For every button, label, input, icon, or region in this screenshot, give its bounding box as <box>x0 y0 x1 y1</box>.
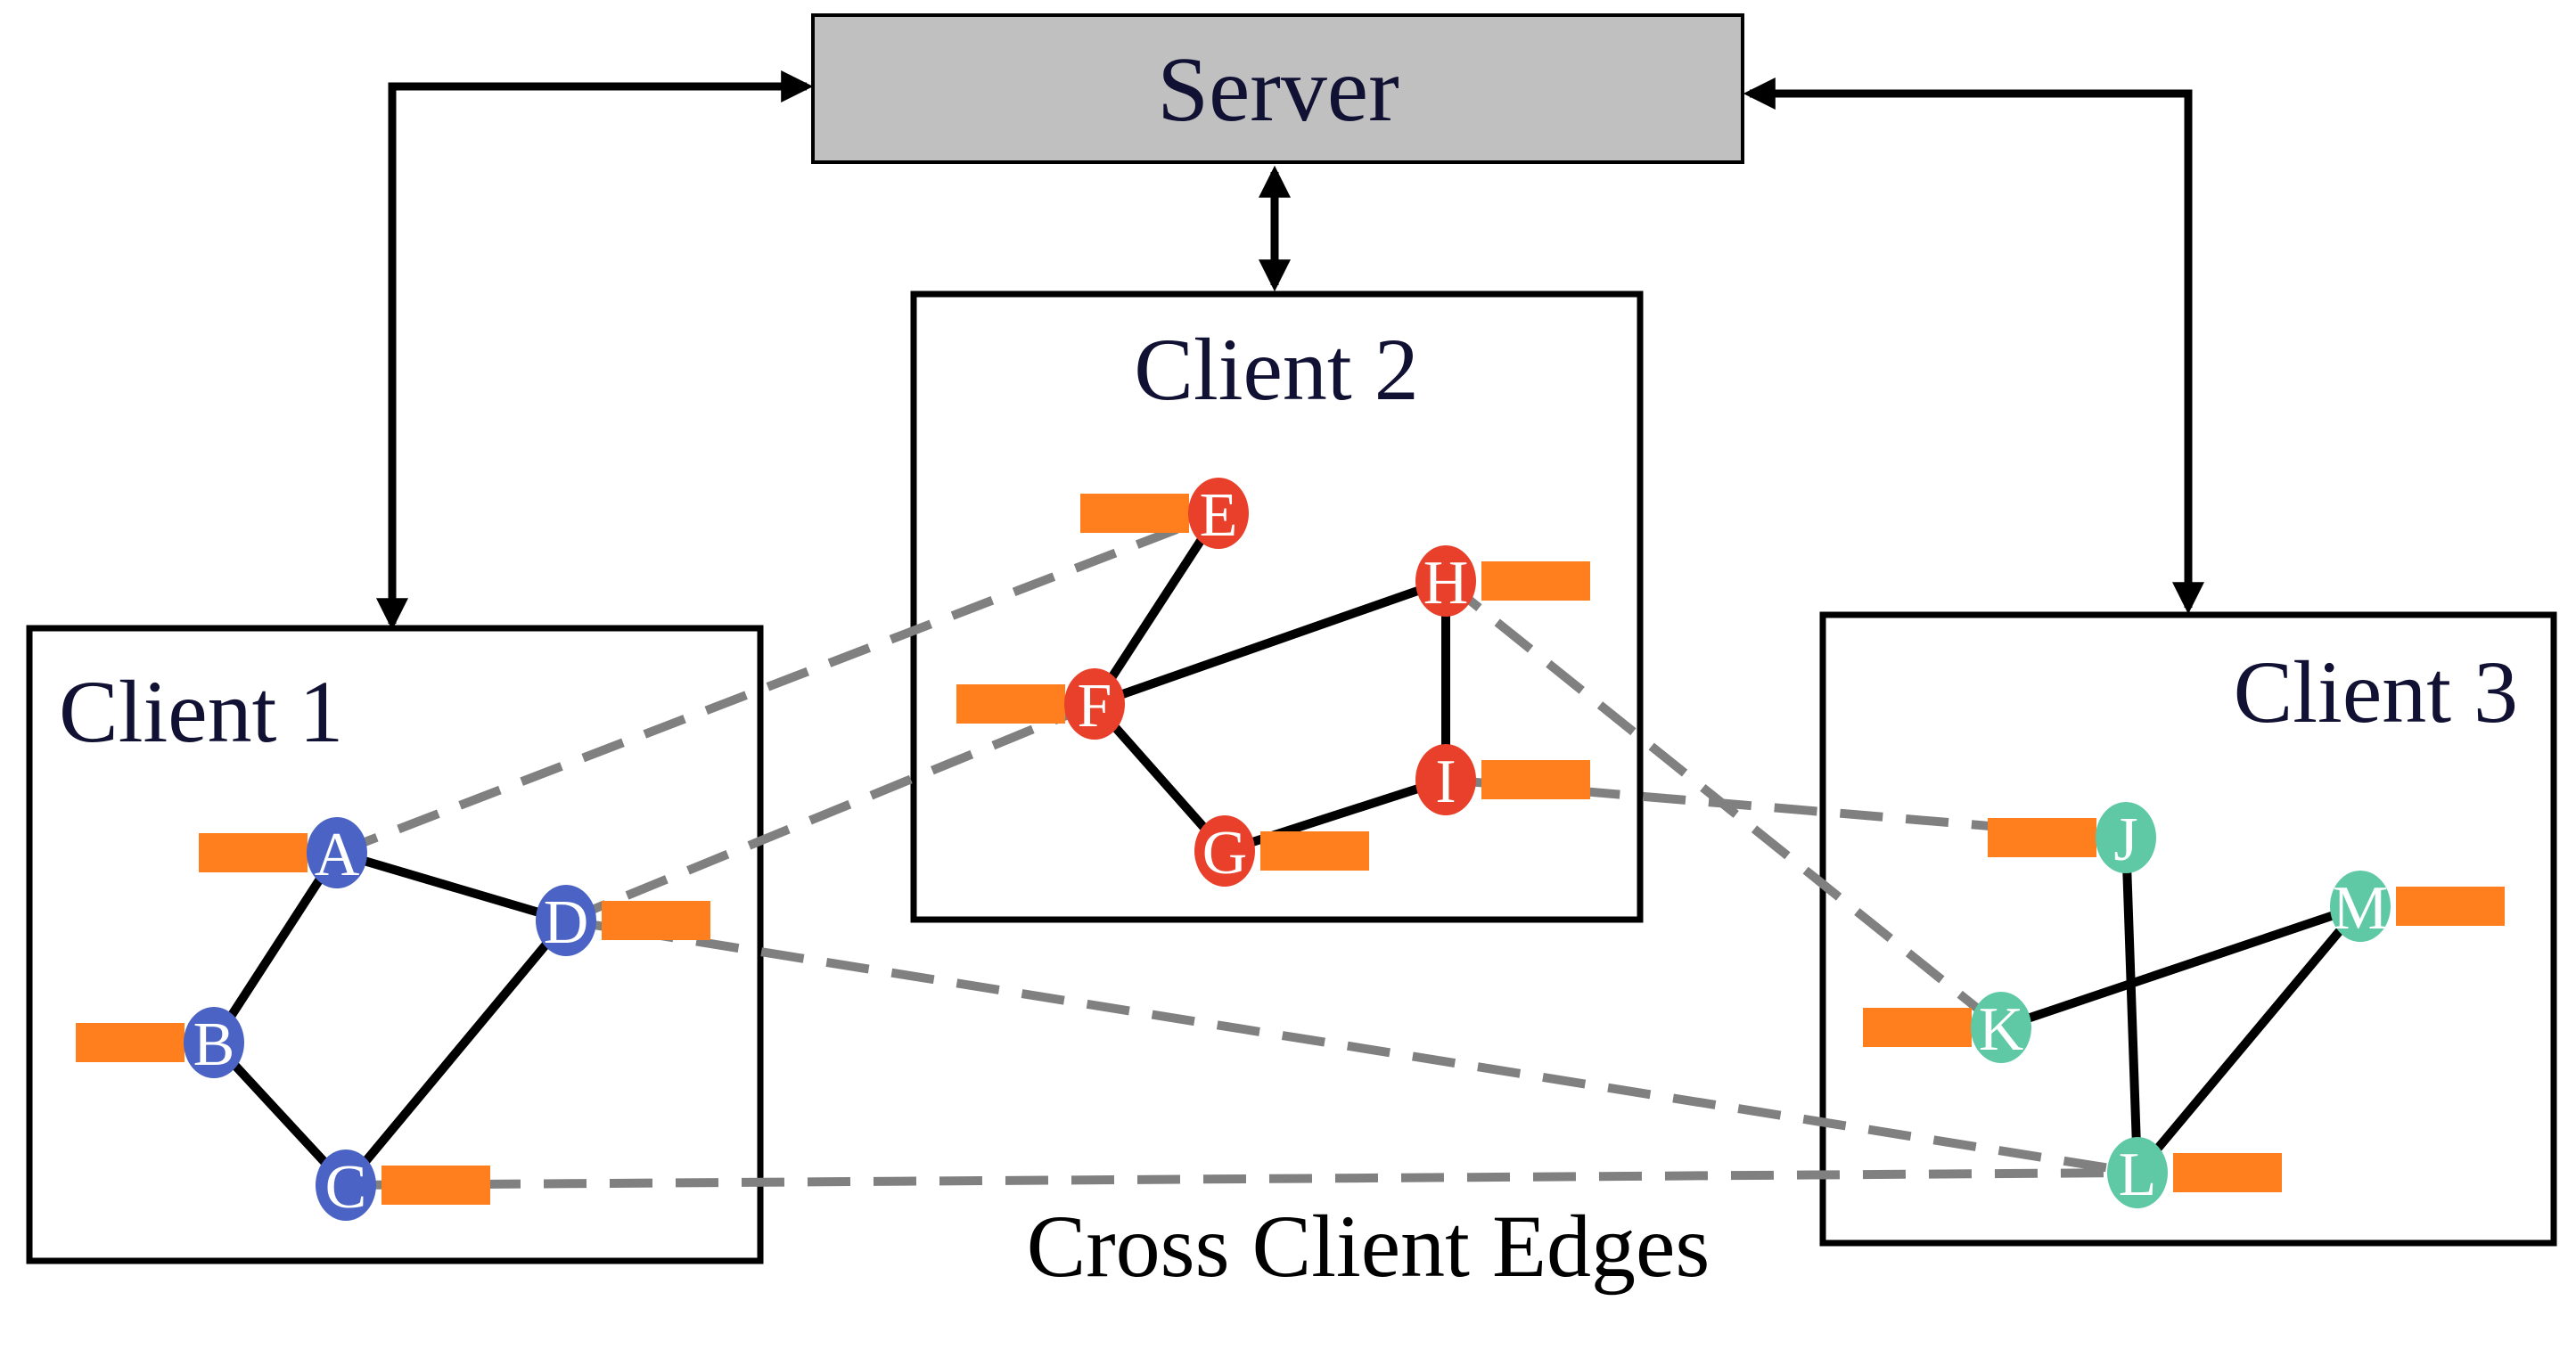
node-F <box>1064 668 1125 740</box>
feature-bar-I <box>1481 760 1590 799</box>
server-box <box>811 13 1744 164</box>
node-label-G: G <box>1202 819 1248 888</box>
client-2-box <box>910 290 1644 923</box>
node-label-C: C <box>325 1153 367 1222</box>
node-G <box>1194 815 1255 887</box>
node-label-A: A <box>315 821 360 889</box>
node-L <box>2107 1137 2168 1208</box>
edge-J-L <box>2121 837 2142 1174</box>
graph-nodes: A B C D E F G H I J K L M <box>184 478 2391 1222</box>
node-I <box>1415 744 1476 815</box>
node-K <box>1971 992 2031 1063</box>
client-3-box <box>1819 611 2557 1247</box>
node-label-B: B <box>193 1010 235 1079</box>
node-D <box>536 885 596 956</box>
edge-F-H <box>1093 577 1448 708</box>
node-label-I: I <box>1435 748 1456 816</box>
feature-bar-K <box>1863 1008 1972 1047</box>
edge-A-D <box>335 848 568 925</box>
client-3-label: Client 3 <box>2234 642 2518 741</box>
feature-bar-M <box>2396 887 2505 926</box>
edge-C-D <box>342 917 570 1189</box>
server-client3-arrow <box>1743 78 2204 615</box>
feature-bar-E <box>1080 494 1189 533</box>
node-E <box>1188 478 1249 549</box>
client-1-label: Client 1 <box>59 662 343 761</box>
node-B <box>184 1007 244 1078</box>
feature-bar-A <box>199 833 308 872</box>
node-feature-bars <box>76 494 2505 1205</box>
node-A <box>307 817 367 888</box>
node-label-E: E <box>1200 481 1238 550</box>
node-H <box>1415 545 1476 617</box>
client-2-label: Client 2 <box>1134 320 1418 419</box>
node-J <box>2096 802 2156 873</box>
node-label-K: K <box>1979 995 2024 1064</box>
node-C <box>316 1149 376 1221</box>
node-label-M: M <box>2333 874 2388 943</box>
edge-L-M <box>2134 903 2364 1176</box>
edge-A-B <box>209 850 341 1045</box>
server-label: Server <box>1157 38 1399 141</box>
cross-client-edges <box>335 509 2138 1190</box>
feature-bar-C <box>381 1166 490 1205</box>
feature-bar-D <box>602 901 710 940</box>
cross-edge-A-E <box>335 509 1220 857</box>
edge-E-F <box>1090 511 1223 707</box>
feature-bar-F <box>956 684 1065 724</box>
node-M <box>2330 871 2391 942</box>
cross-edge-D-F <box>564 699 1096 925</box>
feature-bar-B <box>76 1023 185 1062</box>
feature-bar-J <box>1988 818 2096 857</box>
feature-bar-H <box>1481 561 1590 601</box>
feature-bar-G <box>1260 831 1369 871</box>
cross-edge-D-L <box>565 916 2138 1177</box>
edge-K-M <box>1999 902 2362 1032</box>
cross-edge-C-L <box>345 1168 2138 1190</box>
node-label-L: L <box>2119 1141 2157 1209</box>
cross-client-edges-caption: Cross Client Edges <box>1027 1197 1710 1296</box>
node-label-H: H <box>1423 549 1469 618</box>
node-label-F: F <box>1078 672 1112 740</box>
server-client1-arrow <box>376 70 814 631</box>
node-label-D: D <box>544 888 589 957</box>
node-label-J: J <box>2113 806 2137 874</box>
feature-bar-L <box>2173 1153 2282 1192</box>
